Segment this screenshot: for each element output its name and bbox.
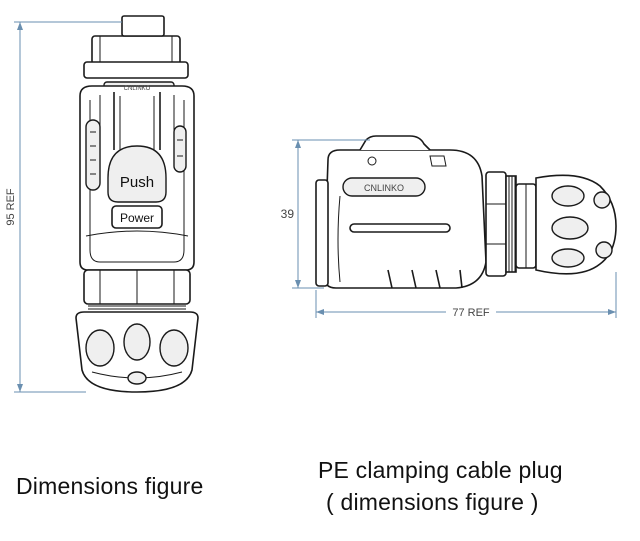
caption-dimensions-figure-sub: ( dimensions figure ) bbox=[326, 489, 539, 515]
side-brand-label: CNLINKO bbox=[364, 183, 404, 193]
side-length-label: 77 REF bbox=[452, 307, 490, 319]
caption-dimensions-figure: Dimensions figure bbox=[16, 473, 204, 499]
side-view-connector bbox=[315, 135, 617, 289]
push-label: Push bbox=[120, 174, 154, 191]
front-height-label: 95 REF bbox=[5, 188, 17, 226]
front-view-connector bbox=[75, 15, 199, 393]
power-label: Power bbox=[120, 211, 154, 225]
side-height-label: 39 bbox=[281, 207, 295, 221]
side-height-dimension bbox=[292, 139, 370, 289]
front-brand-label: CNLINKO bbox=[124, 86, 151, 92]
front-height-dimension bbox=[14, 21, 122, 393]
caption-pe-clamping-cable-plug: PE clamping cable plug bbox=[318, 457, 563, 483]
side-length-dimension bbox=[315, 272, 617, 318]
